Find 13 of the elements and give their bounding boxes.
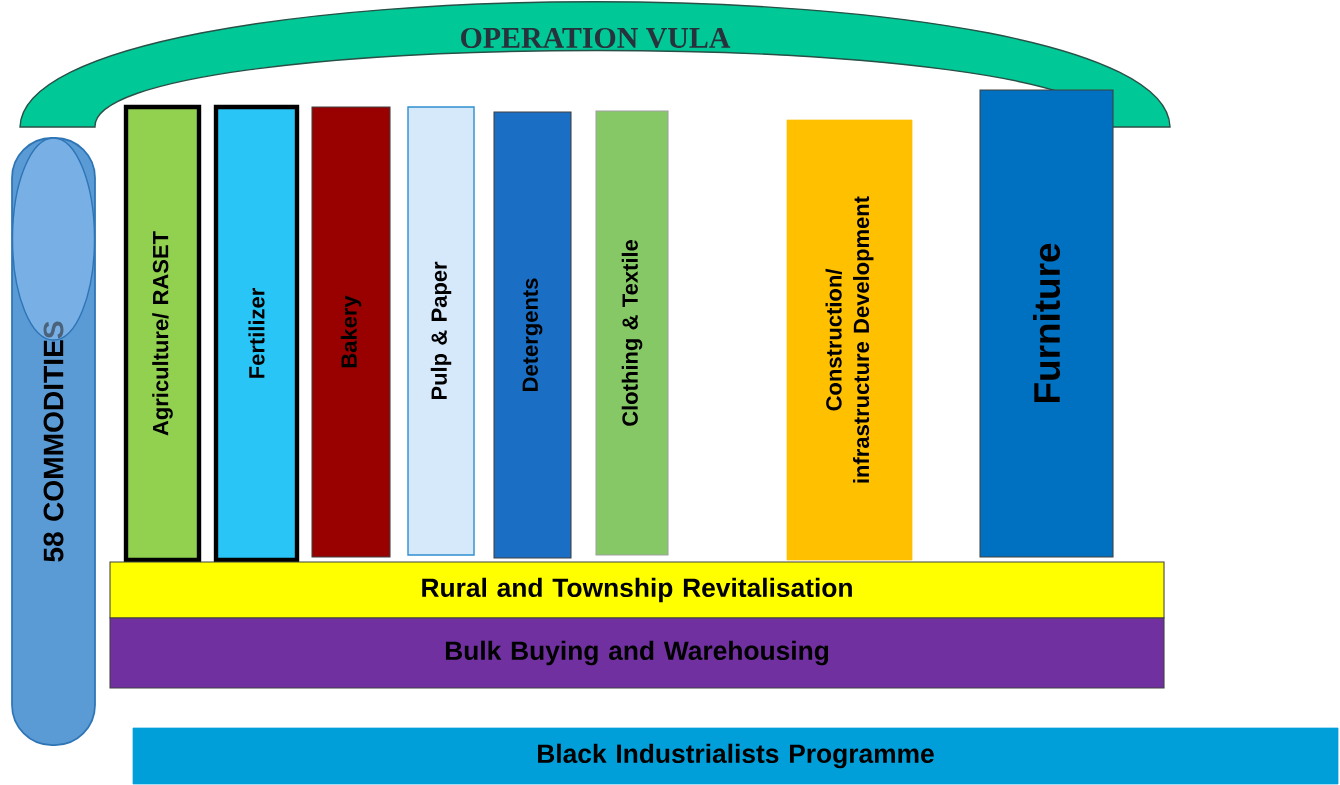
pillar-box: Detergents	[493, 111, 572, 559]
band-box: Black Industrialists Programme	[132, 727, 1339, 785]
pillar-box: Construction/ infrastructure Development	[786, 119, 913, 561]
arch-band: OPERATION VULA	[19, 1, 1171, 128]
pillar-box: Fertilizer	[213, 104, 300, 563]
pillar-box: Agriculture/ RASET	[123, 104, 202, 563]
band-box: Rural and Township Revitalisation	[109, 561, 1165, 619]
pillar-box: Furniture	[979, 89, 1114, 558]
pillar-box: Bakery	[311, 106, 391, 558]
pill-bar: 58 COMMODITIES	[11, 137, 96, 746]
pillar-box: Clothing & Textile	[595, 110, 669, 556]
pillar-box: Pulp & Paper	[407, 106, 475, 556]
band-box: Bulk Buying and Warehousing	[109, 617, 1165, 689]
